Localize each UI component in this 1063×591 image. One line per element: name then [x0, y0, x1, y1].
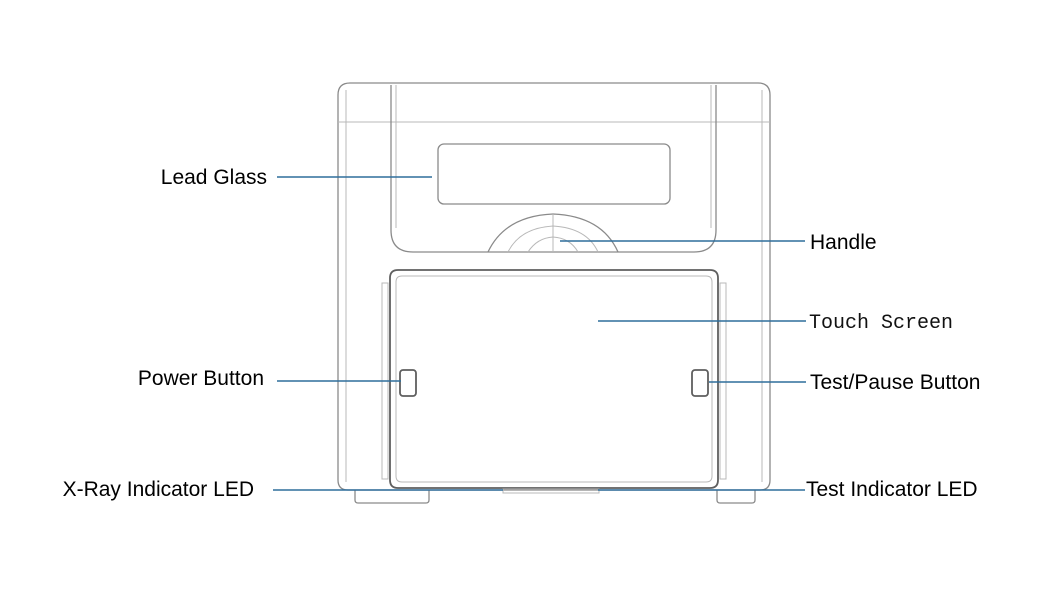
right-foot: [716, 490, 756, 504]
housing-inner-edge: [345, 90, 763, 482]
lead-glass-window: [437, 143, 671, 205]
upper-panel-inner: [395, 85, 712, 228]
lead-glass-label: Lead Glass: [161, 166, 267, 189]
power-button[interactable]: [399, 369, 417, 397]
touch-screen-inner: [395, 275, 713, 483]
device-body: [337, 82, 771, 504]
touch-screen-frame: [389, 269, 719, 489]
power-button-label: Power Button: [138, 367, 264, 390]
leader-lines: [273, 176, 806, 491]
xray-indicator-led-label: X-Ray Indicator LED: [63, 478, 254, 501]
handle-shape: [487, 213, 619, 253]
touch-screen-right-rail: [719, 282, 727, 480]
labels: Lead Glass Handle Touch Screen Power But…: [63, 166, 981, 501]
test-pause-button[interactable]: [691, 369, 709, 397]
test-indicator-led-label: Test Indicator LED: [806, 478, 978, 501]
left-foot: [354, 490, 430, 504]
led-strip: [502, 488, 600, 494]
handle-label: Handle: [810, 231, 877, 254]
test-pause-button-label: Test/Pause Button: [810, 371, 980, 394]
touch-screen-label: Touch Screen: [809, 312, 953, 335]
